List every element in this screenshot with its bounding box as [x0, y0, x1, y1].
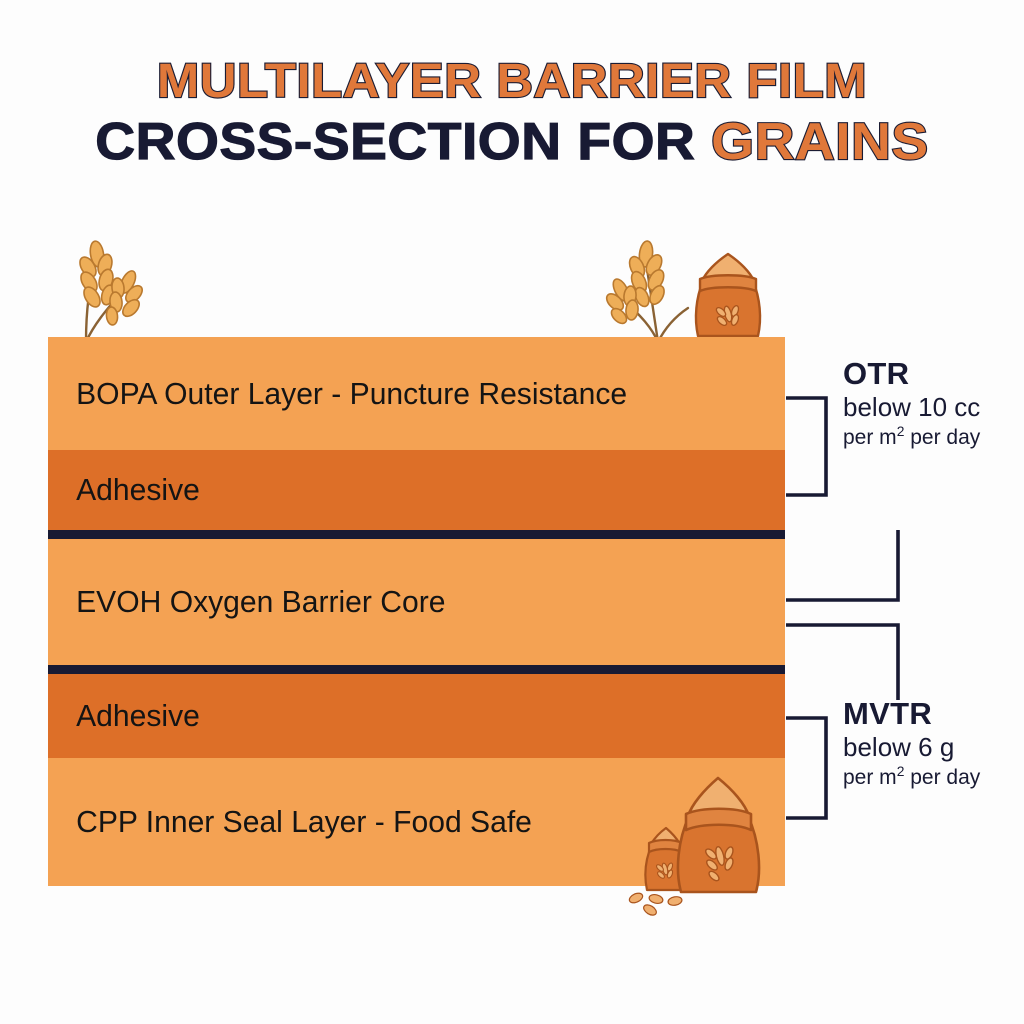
evoh-connector-upper: [786, 530, 900, 602]
film-layer-label: BOPA Outer Layer - Puncture Resistance: [76, 375, 628, 411]
grain-sacks-icon: [628, 776, 761, 916]
otr-unit-suffix: per day: [904, 425, 981, 449]
film-layer-label: CPP Inner Seal Layer - Food Safe: [76, 804, 532, 839]
layer-divider: [48, 665, 785, 674]
film-layer-bopa[interactable]: BOPA Outer Layer - Puncture Resistance: [48, 337, 785, 450]
film-layer-stack: BOPA Outer Layer - Puncture Resistance A…: [48, 337, 785, 886]
evoh-connector-lower: [786, 623, 900, 700]
title-line-1: MULTILAYER BARRIER FILM: [156, 55, 868, 108]
film-layer-adhesive-lower[interactable]: Adhesive: [48, 674, 785, 758]
mvtr-unit-suffix: per day: [904, 765, 981, 789]
otr-value: below 10 cc: [843, 392, 981, 422]
mvtr-unit: per m2 per day: [843, 763, 980, 790]
title-line-2-navy: CROSS-SECTION FOR: [95, 113, 696, 171]
mvtr-title: MVTR: [843, 696, 933, 731]
film-layer-evoh[interactable]: EVOH Oxygen Barrier Core: [48, 539, 785, 665]
film-layer-label: Adhesive: [76, 698, 200, 733]
mvtr-annotation: MVTR below 6 g per m2 per day: [843, 698, 980, 790]
film-layer-label: EVOH Oxygen Barrier Core: [76, 584, 446, 619]
page-title: MULTILAYER BARRIER FILM CROSS-SECTION FO…: [0, 55, 1024, 171]
layer-divider: [48, 530, 785, 539]
otr-annotation: OTR below 10 cc per m2 per day: [843, 358, 980, 450]
otr-unit-exponent: 2: [896, 422, 905, 439]
mvtr-bracket: [786, 716, 828, 820]
mvtr-unit-prefix: per m: [843, 765, 897, 789]
otr-unit-prefix: per m: [843, 425, 897, 449]
mvtr-unit-exponent: 2: [896, 762, 905, 779]
otr-title: OTR: [843, 356, 910, 391]
otr-bracket: [786, 396, 828, 497]
title-line-2-orange: GRAINS: [710, 113, 929, 171]
mvtr-value: below 6 g: [843, 732, 955, 762]
film-layer-label: Adhesive: [76, 472, 200, 507]
otr-unit: per m2 per day: [843, 423, 980, 450]
film-layer-adhesive-upper[interactable]: Adhesive: [48, 450, 785, 530]
title-line-2: CROSS-SECTION FOR GRAINS: [0, 113, 1024, 171]
